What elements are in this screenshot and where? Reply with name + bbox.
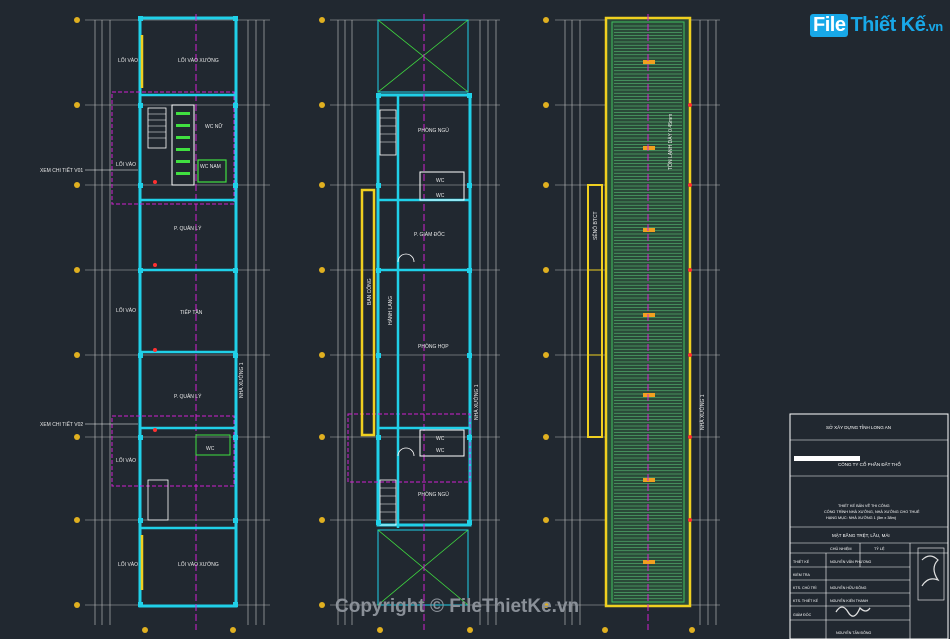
axis-bubble <box>319 102 325 108</box>
title-row-role: KIỂM TRA <box>793 572 811 577</box>
axis-bubble <box>543 352 549 358</box>
signature-mark <box>921 555 940 587</box>
axis-bubble <box>74 352 80 358</box>
room-label: P. QUẢN LÝ <box>174 225 202 232</box>
brand-logo-suffix: .vn <box>925 19 943 34</box>
axis-bubble <box>74 102 80 108</box>
axis-bubble <box>602 627 608 633</box>
room-label: P. QUẢN LÝ <box>174 393 202 400</box>
title-row-name: NGUYỄN HỮU ĐÔNG <box>830 585 867 590</box>
brand-logo-box: File <box>810 14 849 37</box>
title-block: SỞ XÂY DỰNG TỈNH LONG AN CÔNG TY CỔ PHẦN… <box>789 413 949 639</box>
axis-bubble <box>543 17 549 23</box>
wc-fixtures <box>147 104 227 186</box>
building-side-label: NHÀ XƯỞNG 1 <box>473 384 480 420</box>
title-col-head: CHỦ NHIỆM <box>830 546 852 551</box>
room-label: WC NAM <box>200 164 221 170</box>
axis-bubble <box>319 352 325 358</box>
detail-callout: XEM CHI TIẾT V02 <box>40 421 83 428</box>
plan-roof: TÔN LẠNH DÀY 0.45mm SÊNÔ BTCT NHÀ XƯỞNG … <box>543 14 720 633</box>
room-label: LỐI VÀO <box>116 457 136 464</box>
title-row-role: KTS. THIẾT KẾ <box>793 598 819 603</box>
room-label: WC <box>436 448 445 454</box>
axis-bubble <box>377 627 383 633</box>
room-label: WC <box>436 178 445 184</box>
axis-bubble <box>142 627 148 633</box>
title-company: CÔNG TY CỔ PHẦN ĐẤT THỔ <box>838 461 901 467</box>
room-label: PHÒNG HỌP <box>418 343 449 350</box>
axis-bubble <box>543 434 549 440</box>
roof-slope-label: TÔN LẠNH DÀY 0.45mm <box>667 114 674 170</box>
room-label: BAN CÔNG <box>366 278 373 305</box>
room-label: LỐI VÀO <box>116 307 136 314</box>
room-label: LỐI VÀO <box>118 561 138 568</box>
room-label: P. GIÁM ĐỐC <box>414 231 445 238</box>
building-side-label: NHÀ XƯỞNG 1 <box>699 394 706 430</box>
title-row-role: GIÁM ĐỐC <box>793 612 812 617</box>
detail-callout: XEM CHI TIẾT V01 <box>40 167 83 174</box>
axis-bubble <box>543 102 549 108</box>
title-row-role: THIẾT KẾ <box>793 559 810 564</box>
room-label: LỐI VÀO <box>116 161 136 168</box>
axis-bubble <box>319 267 325 273</box>
axis-bubble <box>543 517 549 523</box>
room-label: HÀNH LANG <box>387 296 394 325</box>
axis-bubble <box>74 434 80 440</box>
axis-bubble <box>319 182 325 188</box>
axis-bubble <box>74 517 80 523</box>
room-label: TIẾP TÂN <box>180 309 203 316</box>
building-side-label: NHÀ XƯỞNG 1 <box>238 362 245 398</box>
axis-bubble <box>230 627 236 633</box>
axis-bubble <box>467 627 473 633</box>
copyright-watermark: Copyright © FileThietKe.vn <box>335 596 580 617</box>
signature-mark <box>835 606 871 617</box>
room-label: WC <box>436 436 445 442</box>
title-project-line2: CÔNG TRÌNH NHÀ XƯỞNG, NHÀ XƯỞNG CHO THUÊ <box>824 509 920 514</box>
room-label: WC NỮ <box>205 123 223 130</box>
room-label: PHÒNG NGỦ <box>418 491 449 498</box>
plan-ground-floor: LỐI VÀO LỐI VÀO XƯỞNG WC NỮ WC NAM LỐI V… <box>40 14 270 633</box>
axis-bubble <box>543 182 549 188</box>
axis-bubble <box>74 17 80 23</box>
room-label: LỐI VÀO XƯỞNG <box>178 57 219 64</box>
room-label: WC <box>436 193 445 199</box>
brand-logo-main: Thiết Kế <box>850 14 926 36</box>
room-label: LỐI VÀO <box>118 57 138 64</box>
title-col-head: TỶ LỆ <box>874 546 885 551</box>
room-label: LỐI VÀO XƯỞNG <box>178 561 219 568</box>
axis-bubble <box>74 602 80 608</box>
title-row-name: NGUYỄN KIẾN THANH <box>830 598 868 603</box>
axis-bubble <box>689 627 695 633</box>
title-authority: SỞ XÂY DỰNG TỈNH LONG AN <box>826 424 891 430</box>
axis-bubble <box>319 434 325 440</box>
axis-bubble <box>74 267 80 273</box>
gutter-label: SÊNÔ BTCT <box>591 211 599 240</box>
title-signer: NGUYỄN TẤN ĐÔNG <box>836 630 871 635</box>
axis-bubble <box>319 602 325 608</box>
title-project-line3: HẠNG MỤC: NHÀ XƯỞNG 1 (5m x 38m) <box>826 515 897 520</box>
title-row-name: NGUYỄN VĂN PHƯƠNG <box>830 559 871 564</box>
title-project-line1: THIẾT KẾ BẢN VẼ THI CÔNG <box>838 503 890 508</box>
title-drawing-name: MẶT BẰNG TRỆT, LẦU, MÁI <box>832 531 890 538</box>
axis-bubble <box>74 182 80 188</box>
axis-bubble <box>543 267 549 273</box>
axis-bubble <box>543 602 549 608</box>
axis-bubble <box>319 17 325 23</box>
axis-bubble <box>319 517 325 523</box>
room-label: WC <box>206 446 215 452</box>
room-label: PHÒNG NGỦ <box>418 127 449 134</box>
title-row-role: KTS. CHỦ TRÌ <box>793 585 817 590</box>
plan-upper-floor: PHÒNG NGỦ WC WC P. GIÁM ĐỐC BAN CÔNG HÀN… <box>319 14 500 633</box>
